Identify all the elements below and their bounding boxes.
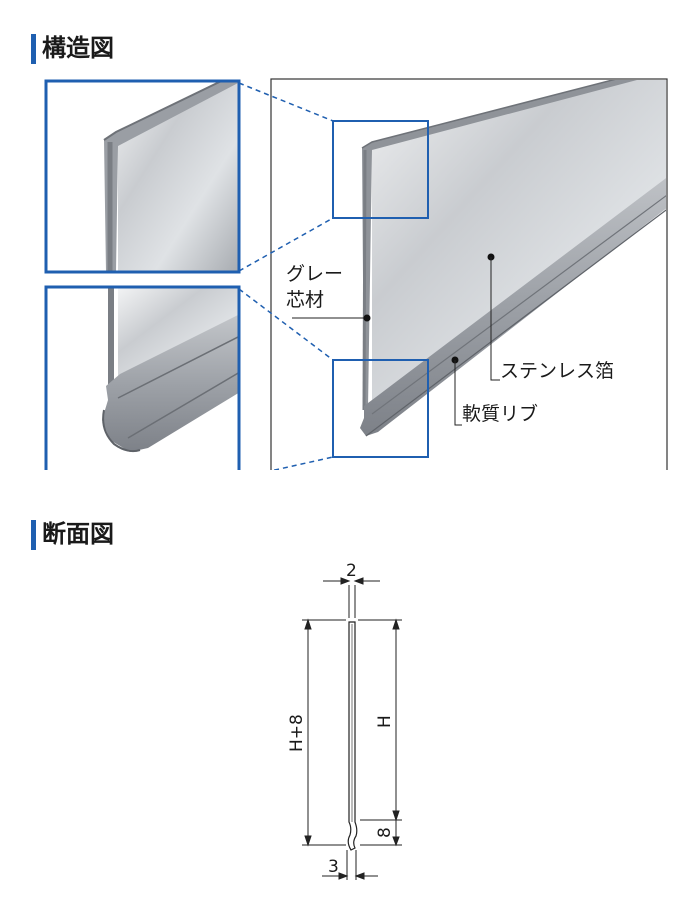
dim-rib-thickness xyxy=(322,850,378,880)
section-title-cross-section: 断面図 xyxy=(42,520,114,548)
detail-view-bottom xyxy=(44,285,241,470)
detail-view-top xyxy=(44,79,241,274)
dim-label-rib-height: 8 xyxy=(375,827,395,838)
section-title-structure: 構造図 xyxy=(42,34,114,62)
cross-section-diagram: 2 H+8 H 8 3 xyxy=(287,561,402,880)
structure-diagram: グレー 芯材 ステンレス箔 軟質リブ xyxy=(44,78,668,470)
dim-label-total-height: H+8 xyxy=(287,714,307,752)
dim-label-rib-thickness: 3 xyxy=(328,857,339,877)
section-accent-bar-2 xyxy=(31,520,36,550)
label-gray-core-line2: 芯材 xyxy=(286,289,324,311)
dim-label-thickness-top: 2 xyxy=(346,561,357,581)
section-accent-bar xyxy=(31,34,36,64)
label-gray-core-line1: グレー xyxy=(286,263,343,285)
dim-thickness-top xyxy=(323,577,380,618)
soft-rib-detail xyxy=(102,315,238,452)
callout-stainless-foil: ステンレス箔 xyxy=(487,253,614,382)
cross-section-profile xyxy=(347,621,358,851)
stainless-foil-sheet xyxy=(372,80,666,410)
zoom-box-bottom xyxy=(332,359,429,458)
dim-label-height: H xyxy=(375,715,395,728)
dim-total-height xyxy=(304,618,312,847)
callout-gray-core: グレー 芯材 xyxy=(286,263,371,322)
soft-rib-shape xyxy=(360,178,666,436)
dim-height xyxy=(392,618,400,822)
label-soft-rib: 軟質リブ xyxy=(462,402,538,425)
zoom-connector-lines xyxy=(238,82,334,470)
zoom-box-top xyxy=(332,120,429,219)
label-stainless-foil: ステンレス箔 xyxy=(500,360,614,382)
main-view-panel xyxy=(270,78,668,470)
dim-rib-height xyxy=(392,820,400,847)
callout-soft-rib: 軟質リブ xyxy=(451,356,538,426)
